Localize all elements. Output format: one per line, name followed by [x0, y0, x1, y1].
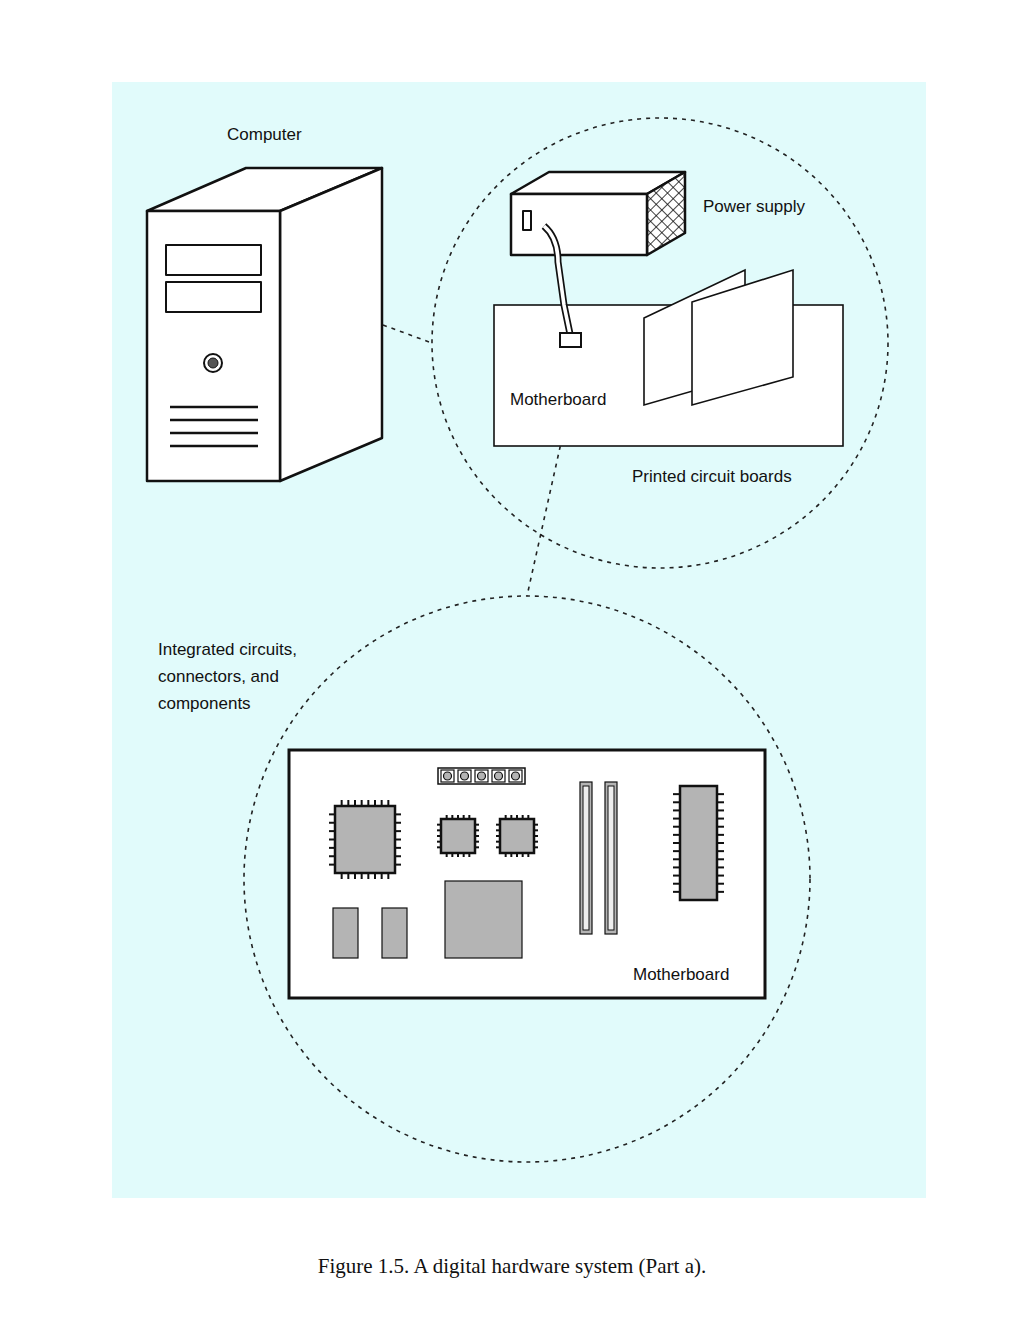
- node-label: Computer: [227, 124, 302, 146]
- resistor-block: [382, 908, 407, 958]
- memory-slot: [608, 786, 614, 930]
- header-pin: [461, 772, 469, 780]
- header-pin: [458, 770, 471, 782]
- chip-symbol: [437, 815, 479, 857]
- computer-tower: Computer: [147, 168, 383, 482]
- power-supply-box: [511, 172, 685, 255]
- header-pin: [444, 772, 452, 780]
- header-pin: [475, 770, 488, 782]
- memory-slot: [605, 782, 617, 934]
- zoom-leader-line: [527, 446, 560, 596]
- power-connector: [560, 333, 581, 347]
- node-label: Integrated circuits, connectors, and com…: [158, 636, 338, 717]
- node-label: Motherboard: [510, 389, 606, 411]
- header-pin: [495, 772, 503, 780]
- power-cable: [544, 226, 570, 334]
- expansion-card: [692, 270, 793, 405]
- processor-block: [445, 881, 522, 958]
- power-cable: [544, 226, 570, 334]
- memory-slot: [583, 786, 589, 930]
- chip-symbol: [496, 815, 538, 857]
- node-label: Motherboard: [633, 964, 729, 986]
- figure-caption: Figure 1.5. A digital hardware system (P…: [0, 1254, 1024, 1279]
- chip-symbol: [329, 800, 401, 879]
- node-label: Printed circuit boards: [632, 466, 792, 488]
- header-connector: [438, 768, 525, 784]
- header-pin: [478, 772, 486, 780]
- memory-slot: [580, 782, 592, 934]
- motherboard-box: Motherboard: [494, 305, 843, 446]
- node-label: Power supply: [703, 196, 805, 218]
- header-pin: [441, 770, 454, 782]
- header-pin: [492, 770, 505, 782]
- motherboard-board: [289, 750, 765, 998]
- zoom-circle: [432, 118, 888, 568]
- chip-symbol: [673, 786, 724, 900]
- zoom-leader-line: [383, 325, 432, 343]
- zoom-circle: [244, 596, 810, 1162]
- motherboard-box: Motherboard: [289, 750, 765, 998]
- zoom-circle: Integrated circuits, connectors, and com…: [244, 596, 810, 1162]
- header-pin: [512, 772, 520, 780]
- resistor-block: [333, 908, 358, 958]
- header-pin: [509, 770, 522, 782]
- computer-tower: [147, 168, 382, 481]
- board-components: [329, 768, 724, 958]
- zoom-circle: Power supplyPrinted circuit boards Mother…: [432, 118, 888, 568]
